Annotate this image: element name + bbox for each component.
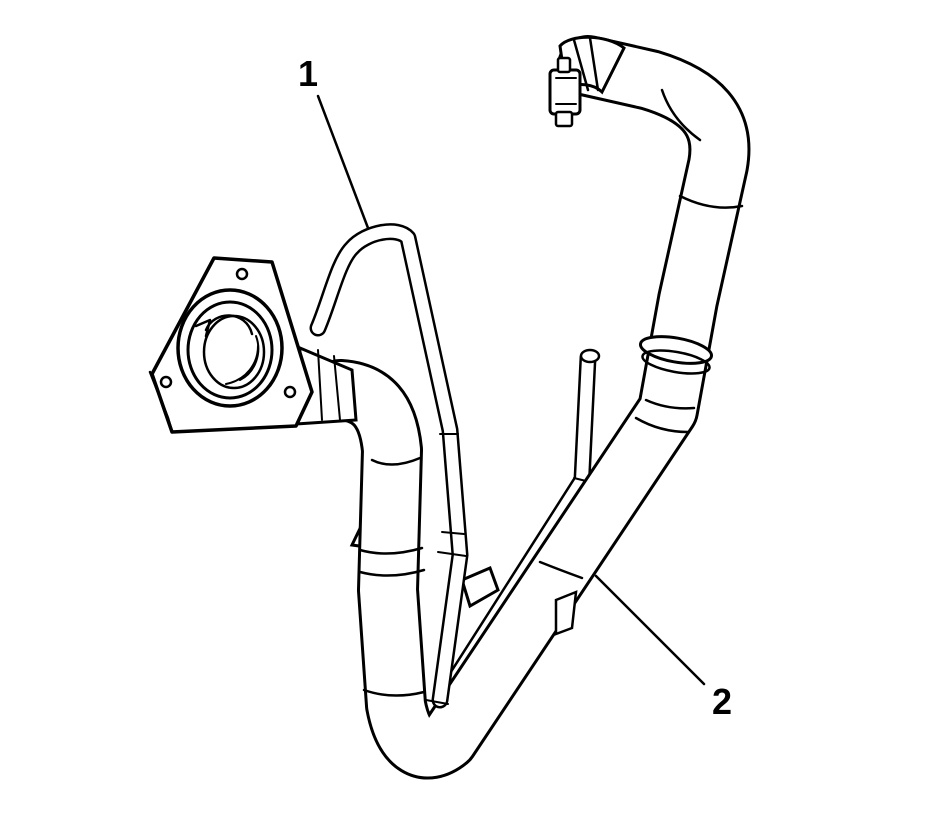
- vent-tube-upper: [309, 223, 469, 709]
- leader-line-1: [316, 94, 370, 230]
- mounting-bracket-center: [460, 565, 500, 609]
- callout-label-1: 1: [298, 53, 319, 94]
- filler-pipe: [309, 35, 751, 780]
- filler-neck-flange: [148, 256, 358, 434]
- callout-leaders: [316, 94, 706, 686]
- hose-clamp: [548, 35, 626, 128]
- callout-label-2: 2: [712, 681, 733, 722]
- leader-line-2: [594, 574, 706, 686]
